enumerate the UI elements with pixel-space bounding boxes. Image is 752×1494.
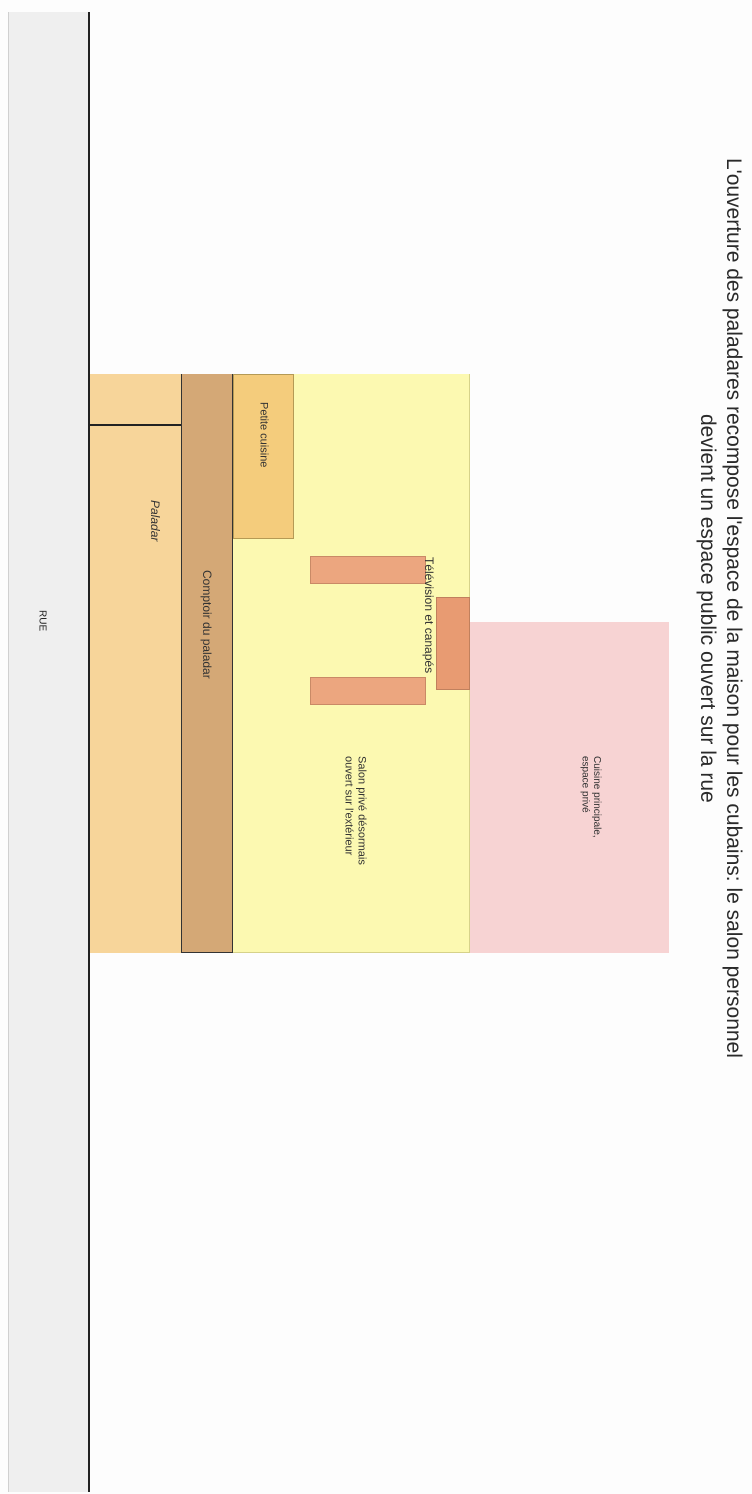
salon-label: Salon privé désormais ouvert sur l'extér…: [342, 756, 368, 865]
paladar-wall-line: [90, 424, 182, 426]
paladar-entrance-area: [90, 374, 182, 426]
paladar-label: Paladar: [147, 500, 162, 542]
comptoir-label: Comptoir du paladar: [199, 570, 214, 679]
sofa-right: [310, 677, 426, 705]
comptoir-area: [181, 374, 233, 953]
rue-label: RUE: [36, 610, 48, 632]
paladar-area: [90, 426, 182, 953]
television-label: Télévision et canapés: [421, 557, 436, 674]
diagram-title: L'ouverture des paladares recompose l'es…: [696, 158, 745, 1058]
street-area: [8, 12, 90, 1492]
television: [436, 597, 470, 690]
petite-cuisine-area: [233, 374, 294, 539]
cuisine-principale-area: [470, 622, 669, 953]
sofa-left: [310, 556, 426, 584]
petite-cuisine-label: Petite cuisine: [257, 402, 270, 468]
cuisine-principale-label: Cuisine principale, espace privé: [579, 756, 603, 838]
